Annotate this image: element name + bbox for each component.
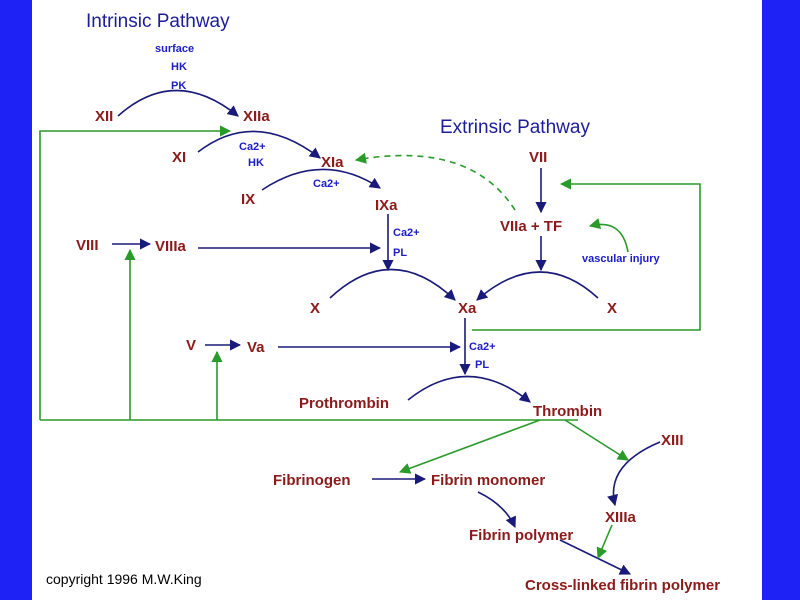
viia-activates-xia-dashed [354,152,516,211]
vascular-injury-label: vascular injury [582,253,661,265]
factor-xi: XI [172,149,186,166]
arrow-x-to-xa-left [329,268,456,301]
factor-xiii: XIII [661,432,684,449]
factor-viia-tf: VIIa + TF [500,218,562,235]
arrow-polymer-to-crosslinked [559,539,632,575]
cofactor-pl-1: PL [393,247,407,259]
copyright-notice: copyright 1996 M.W.King [46,571,202,587]
factor-vii: VII [529,149,547,166]
factor-prothrombin: Prothrombin [299,395,389,412]
factor-crosslinked-fibrin: Cross-linked fibrin polymer [525,577,720,594]
arrow-x-to-xa-right [476,271,599,301]
factor-xiia: XIIa [243,108,270,125]
factor-x-left: X [310,300,320,317]
arrow-xii-to-xiia [117,89,239,117]
thrombin-to-fibrinogen-arrow [398,419,541,474]
factor-x-right: X [607,300,617,317]
cofactor-hk-2: HK [248,157,264,169]
vascular-injury-arrow [588,218,629,253]
arrow-monomer-to-polymer [477,491,516,529]
cofactor-ca-1: Ca2+ [239,141,266,153]
factor-v: V [186,337,196,354]
factor-xii: XII [95,108,113,125]
arrow-prothrombin-to-thrombin [407,375,531,403]
xiiia-to-crosslink-arrow [596,524,613,560]
cofactor-pk: PK [171,80,186,92]
factor-viii: VIII [76,237,99,254]
feedback-to-xi [39,125,232,420]
factor-ixa: IXa [375,197,398,214]
factor-xiiia: XIIIa [605,509,637,526]
cofactor-ca-2: Ca2+ [313,178,340,190]
cofactor-hk-1: HK [171,61,187,73]
extrinsic-pathway-title: Extrinsic Pathway [440,117,590,138]
factor-fibrin-polymer: Fibrin polymer [469,527,573,544]
arrow-xi-to-xia [197,130,321,159]
cofactor-surface: surface [155,43,194,55]
factor-xa: Xa [458,300,477,317]
arrow-xiii-to-xiiia [607,441,661,507]
xa-feedback-to-vii [472,178,701,331]
factor-ix: IX [241,191,255,208]
factor-thrombin: Thrombin [533,403,602,420]
factor-viiia: VIIIa [155,238,187,255]
arrow-ix-to-ixa [261,168,381,191]
diagram-panel [32,0,762,600]
cofactor-ca-3: Ca2+ [393,227,420,239]
cofactor-pl-2: PL [475,359,489,371]
factor-va: Va [247,339,265,356]
intrinsic-pathway-title: Intrinsic Pathway [86,11,230,32]
factor-fibrinogen: Fibrinogen [273,472,351,489]
factor-fibrin-monomer: Fibrin monomer [431,472,545,489]
factor-xia: XIa [321,154,344,171]
thrombin-to-xiii-arrow [564,419,629,461]
cofactor-ca-4: Ca2+ [469,341,496,353]
